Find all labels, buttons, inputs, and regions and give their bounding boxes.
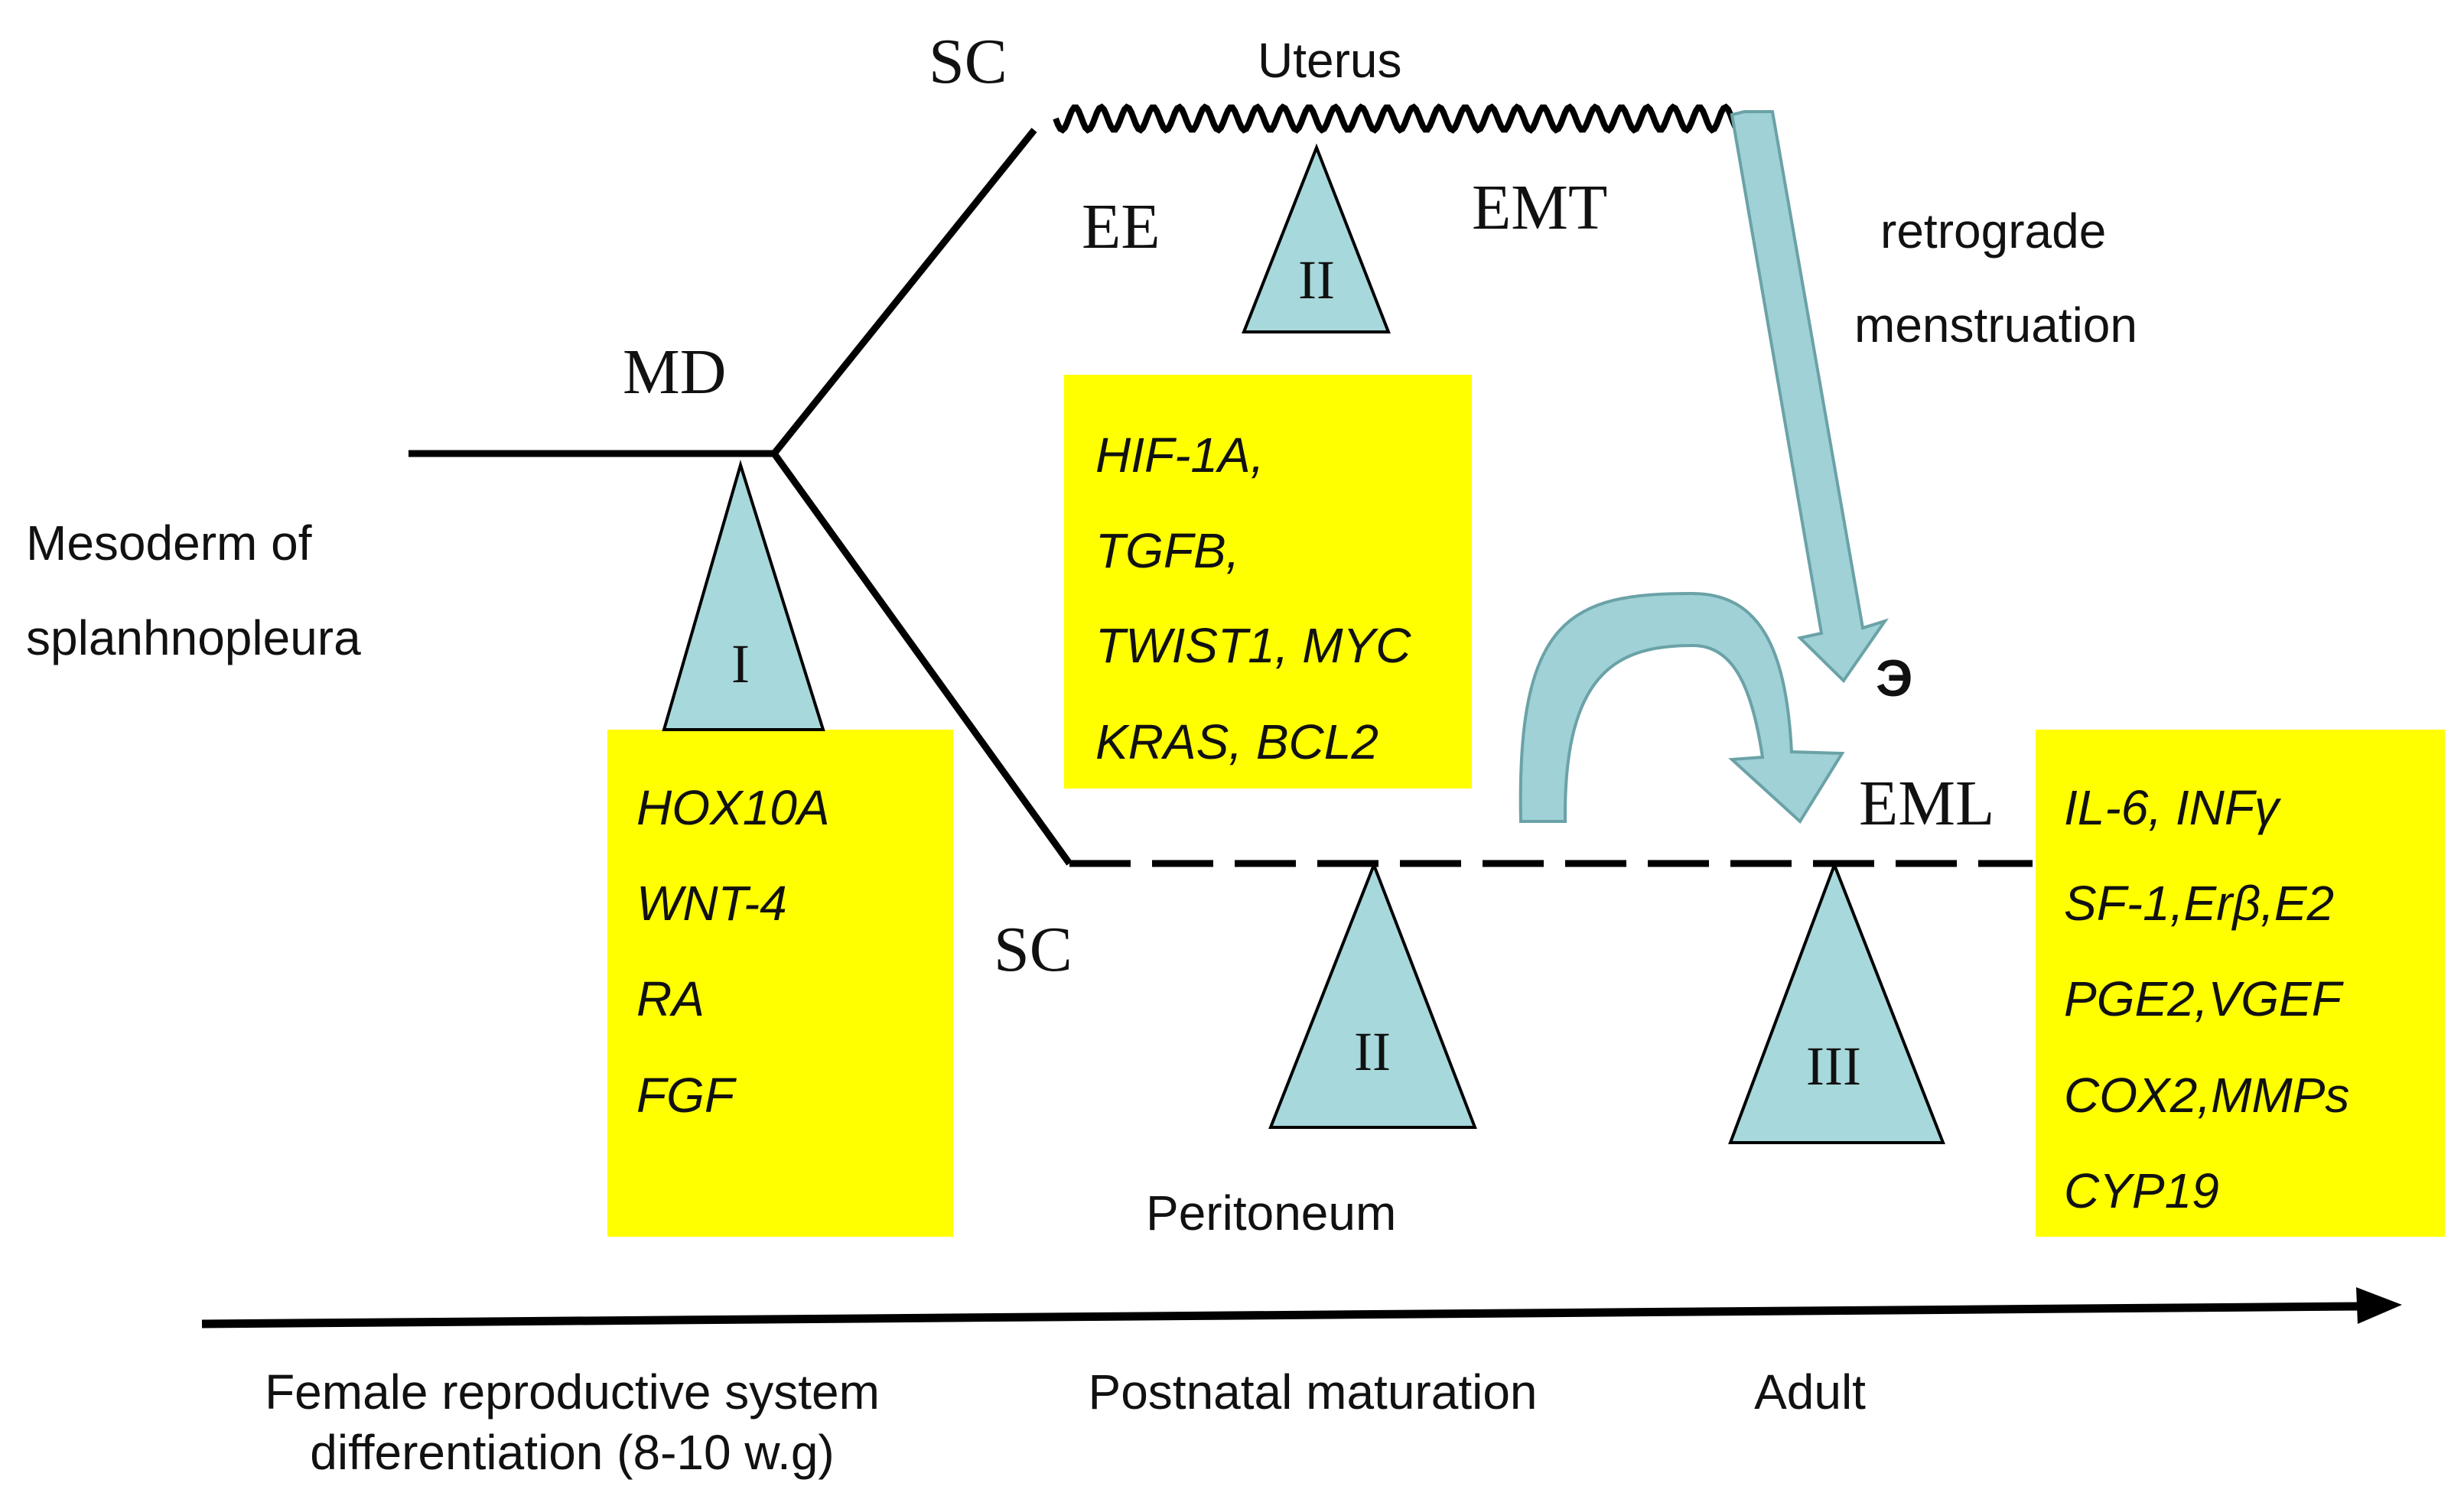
label-sc-top: SC	[929, 26, 1007, 97]
stage-label-three: III	[1806, 1036, 1861, 1097]
stage-label-one: I	[731, 633, 750, 694]
label-emt: EMT	[1472, 172, 1607, 243]
timeline-arrowhead	[2356, 1287, 2402, 1324]
retrograde-arrow	[1730, 110, 1889, 684]
gene-box1-item: RA	[636, 971, 705, 1026]
stage-label-two: II	[1354, 1021, 1391, 1082]
gene-box-differentiation	[607, 730, 953, 1237]
stage-triangle-one	[662, 460, 825, 731]
gene-box2-item: TGFB,	[1095, 523, 1239, 578]
gene-box-postnatal	[1064, 375, 1472, 789]
gene-box3-item: CYP19	[2064, 1163, 2219, 1218]
timeline-stage2: Postnatal maturation	[1089, 1364, 1538, 1420]
timeline-stage1-line2: differentiation (8-10 w.g)	[310, 1425, 834, 1480]
stage-triangle-three	[1728, 860, 1945, 1144]
gene-box1-item: HOX10A	[636, 780, 830, 835]
label-retrograde-line2: menstruation	[1854, 298, 2137, 353]
label-e-symbol: Э	[1876, 649, 1912, 707]
label-eml: EML	[1859, 768, 1994, 839]
stage-triangle-two	[1268, 860, 1477, 1129]
label-mesoderm-line2: splanhnopleura	[26, 610, 361, 665]
label-sc-bottom: SC	[994, 914, 1073, 985]
branch-to-peritoneum	[771, 451, 1073, 866]
uterus-wavy-line	[1053, 103, 1750, 134]
label-md: MD	[623, 337, 726, 408]
timeline-line	[201, 1302, 2361, 1329]
gene-box3-item: PGE2,VGEF	[2064, 971, 2345, 1026]
branch-to-uterus	[771, 128, 1037, 456]
timeline-stage1-line1: Female reproductive system	[265, 1364, 880, 1420]
stage-label-two-top: II	[1298, 249, 1335, 311]
label-ee: EE	[1082, 191, 1160, 262]
gene-box3-item: IL-6, INFγ	[2064, 780, 2282, 835]
stage-triangle-two-top	[1242, 143, 1391, 333]
label-uterus: Uterus	[1258, 33, 1402, 88]
gene-box2-item: KRAS, BCL2	[1095, 714, 1378, 769]
gene-box3-item: SF-1,Erβ,E2	[2064, 876, 2334, 931]
curved-arrow	[1518, 591, 1845, 824]
gene-box-adult	[2036, 730, 2445, 1237]
gene-box3-item: COX2,MMPs	[2064, 1068, 2349, 1123]
label-retrograde-line1: retrograde	[1880, 203, 2106, 259]
gene-box1-item: FGF	[636, 1068, 737, 1123]
label-mesoderm-line1: Mesoderm of	[26, 515, 312, 571]
timeline-stage3: Adult	[1754, 1364, 1866, 1420]
gene-box2-item: TWIST1, MYC	[1095, 618, 1411, 673]
label-peritoneum: Peritoneum	[1146, 1185, 1396, 1241]
gene-box1-item: WNT-4	[636, 876, 787, 931]
gene-box2-item: HIF-1A,	[1095, 428, 1264, 483]
